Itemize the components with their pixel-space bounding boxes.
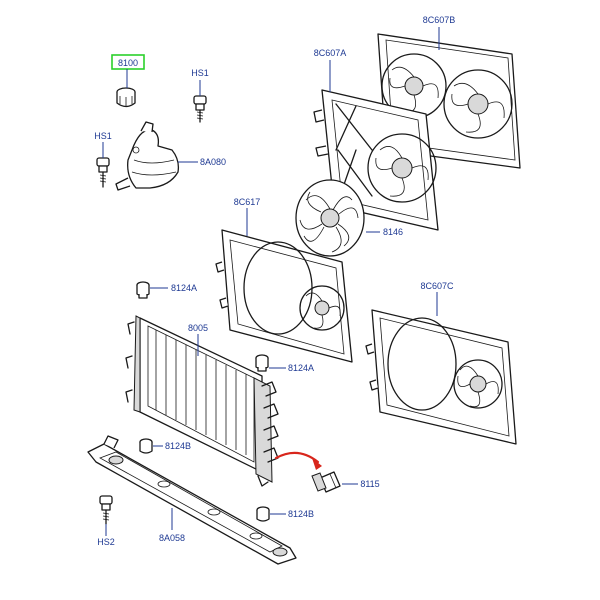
part-bolt-hs2[interactable]	[99, 495, 113, 525]
callout-8c607b[interactable]: 8C607B	[423, 15, 456, 25]
part-grommet-8124b-lower[interactable]	[256, 506, 270, 522]
callout-8124b-upper[interactable]: 8124B	[165, 441, 191, 451]
callout-8005[interactable]: 8005	[188, 323, 208, 333]
part-grommet-8124b-upper[interactable]	[139, 438, 153, 454]
callout-hs1-left[interactable]: HS1	[94, 131, 112, 141]
part-radiator-8005[interactable]	[125, 315, 279, 487]
callout-8c607c[interactable]: 8C607C	[420, 281, 454, 291]
part-grommet-8124a-upper[interactable]	[136, 281, 150, 299]
callout-8c617[interactable]: 8146	[383, 227, 403, 237]
part-expansion-tank-8a080[interactable]	[115, 121, 180, 191]
callout-8a058[interactable]: 8A058	[159, 533, 185, 543]
callout-8100[interactable]: 8100	[118, 58, 138, 68]
part-bolt-hs1-left[interactable]	[96, 157, 110, 188]
callout-8a080[interactable]: 8A080	[200, 157, 226, 167]
part-fan-shroud-8146[interactable]	[215, 229, 353, 363]
callout-8124a-upper[interactable]: 8124A	[171, 283, 197, 293]
part-grommet-8124a-lower[interactable]	[255, 354, 269, 372]
part-drain-plug-8115[interactable]	[311, 471, 341, 493]
callout-8115[interactable]: 8115	[360, 479, 379, 489]
part-fan-shroud-8c607c[interactable]	[365, 309, 517, 445]
callout-8124a-lower[interactable]: 8124A	[288, 363, 314, 373]
red-arrow-head	[312, 458, 322, 470]
callout-8c607a[interactable]: 8C607A	[314, 48, 347, 58]
callout-hs1-right[interactable]: HS1	[191, 68, 209, 78]
part-support-bracket-8a058[interactable]	[87, 435, 297, 565]
part-bolt-hs1-right[interactable]	[193, 95, 207, 123]
highlight-box-8100	[111, 54, 145, 70]
part-fan-blade-8c617[interactable]	[295, 179, 365, 257]
part-cap-8100[interactable]	[116, 87, 136, 108]
red-arrow-indicator	[274, 451, 320, 464]
callout-8146[interactable]: 8C617	[234, 197, 261, 207]
callout-hs2[interactable]: HS2	[97, 537, 115, 547]
callout-8124b-lower[interactable]: 8124B	[288, 509, 314, 519]
